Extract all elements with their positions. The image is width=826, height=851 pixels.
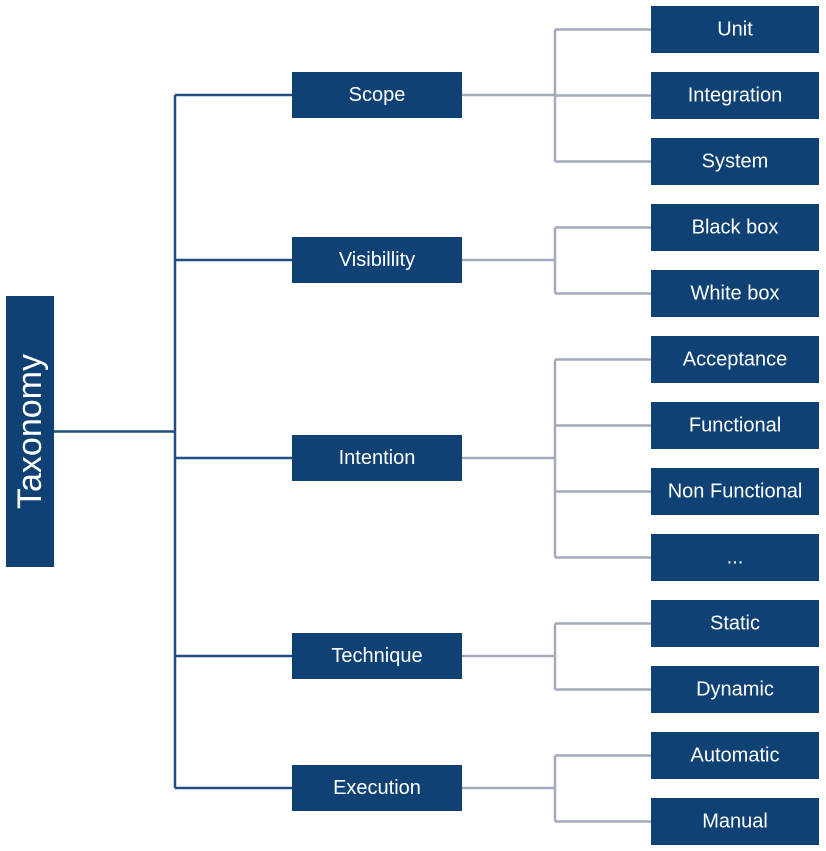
- category-label: Intention: [339, 447, 416, 469]
- category-label: Scope: [349, 84, 406, 106]
- category-box: [292, 765, 462, 811]
- category-execution: Execution: [292, 765, 462, 811]
- leaf-box: [651, 336, 819, 383]
- leaf-label: Static: [710, 613, 760, 635]
- leaf-box: [651, 72, 819, 119]
- leaf-non-functional: Non Functional: [651, 468, 819, 515]
- leaf-ellipsis: ...: [651, 534, 819, 581]
- leaf-box: [651, 600, 819, 647]
- category-visibility: Visibillity: [292, 237, 462, 283]
- leaf-automatic: Automatic: [651, 732, 819, 779]
- category-technique: Technique: [292, 633, 462, 679]
- category-label: Technique: [331, 645, 422, 667]
- leaf-unit: Unit: [651, 6, 819, 53]
- leaf-label: Black box: [692, 217, 779, 239]
- leaf-box: [651, 798, 819, 845]
- root-label: Taxonomy: [11, 354, 49, 509]
- leaf-label: System: [702, 151, 769, 173]
- leaf-manual: Manual: [651, 798, 819, 845]
- leaf-dynamic: Dynamic: [651, 666, 819, 713]
- root-box: [6, 296, 54, 567]
- leaf-label: Manual: [702, 811, 768, 833]
- leaf-box: [651, 6, 819, 53]
- leaf-black-box: Black box: [651, 204, 819, 251]
- leaf-system: System: [651, 138, 819, 185]
- leaf-label: Unit: [717, 19, 753, 41]
- leaf-functional: Functional: [651, 402, 819, 449]
- leaf-white-box: White box: [651, 270, 819, 317]
- leaf-label: White box: [691, 283, 780, 305]
- category-label: Visibillity: [339, 249, 415, 271]
- leaf-box: [651, 666, 819, 713]
- leaf-box: [651, 732, 819, 779]
- category-label: Execution: [333, 777, 421, 799]
- leaf-static: Static: [651, 600, 819, 647]
- leaf-label: Functional: [689, 415, 781, 437]
- category-box: [292, 435, 462, 481]
- leaf-box: [651, 204, 819, 251]
- leaf-box: [651, 534, 819, 581]
- leaf-label: Acceptance: [683, 349, 788, 371]
- leaf-box: [651, 270, 819, 317]
- leaf-box: [651, 402, 819, 449]
- leaf-label: Dynamic: [696, 679, 774, 701]
- root-node: Taxonomy: [6, 296, 54, 567]
- leaf-acceptance: Acceptance: [651, 336, 819, 383]
- category-box: [292, 633, 462, 679]
- connectors: [54, 28, 651, 823]
- leaf-integration: Integration: [651, 72, 819, 119]
- category-intention: Intention: [292, 435, 462, 481]
- category-box: [292, 237, 462, 283]
- leaf-box: [651, 468, 819, 515]
- category-scope: Scope: [292, 72, 462, 118]
- category-box: [292, 72, 462, 118]
- leaf-box: [651, 138, 819, 185]
- leaf-label: ...: [727, 547, 744, 569]
- leaf-label: Integration: [688, 85, 783, 107]
- leaf-label: Non Functional: [668, 481, 803, 503]
- leaf-label: Automatic: [691, 745, 780, 767]
